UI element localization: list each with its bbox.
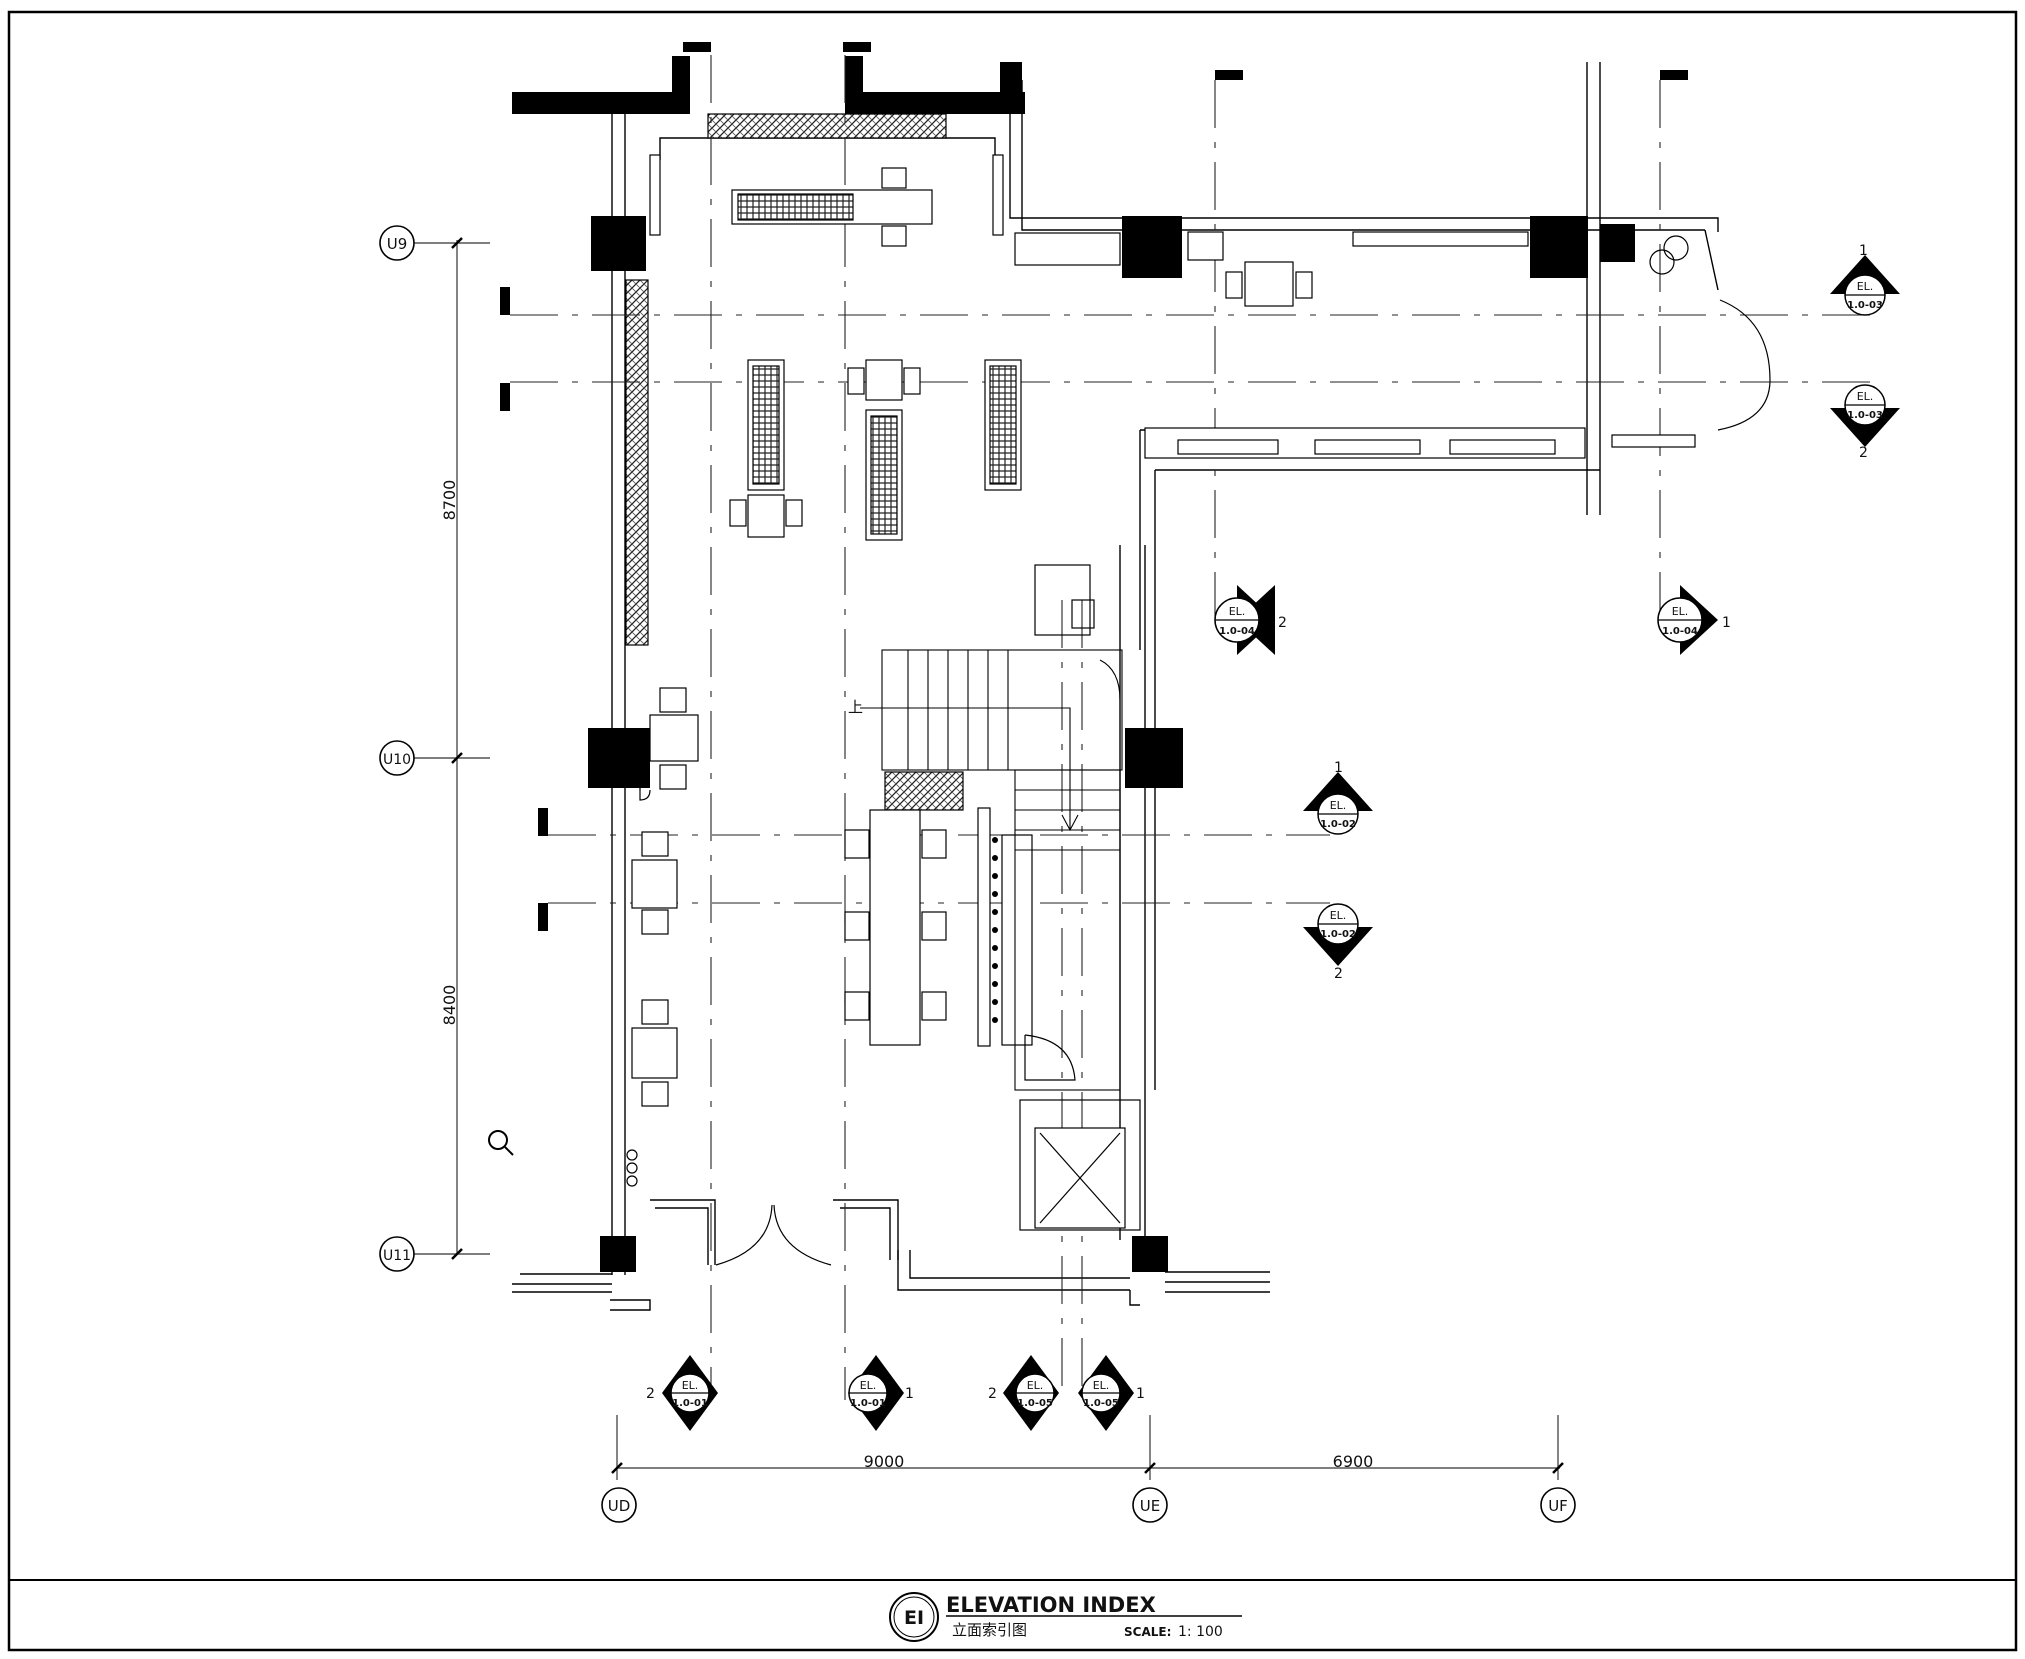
elevation-tag-1.0-02-2[interactable]: EL. 1.0-02 2 bbox=[1303, 903, 1373, 982]
svg-text:EL.: EL. bbox=[1672, 605, 1689, 618]
svg-text:EL.: EL. bbox=[682, 1379, 699, 1392]
elevation-tag-1.0-04-1[interactable]: EL. 1.0-04 1 bbox=[1657, 585, 1731, 655]
structural-columns bbox=[500, 42, 1688, 1272]
svg-text:EL.: EL. bbox=[1093, 1379, 1110, 1392]
svg-text:EL.: EL. bbox=[1027, 1379, 1044, 1392]
grid-bubble-u10: U10 bbox=[379, 740, 415, 776]
doors bbox=[639, 299, 1771, 1266]
svg-text:EL.: EL. bbox=[1330, 799, 1347, 812]
svg-text:U11: U11 bbox=[383, 1248, 411, 1264]
elevation-tag-1.0-03-1[interactable]: EL. 1.0-03 1 bbox=[1830, 243, 1900, 316]
svg-text:EL.: EL. bbox=[1857, 390, 1874, 403]
grid-bubble-uf: UF bbox=[1540, 1487, 1576, 1523]
svg-text:1: 1 bbox=[905, 1386, 914, 1402]
svg-text:1.0-03: 1.0-03 bbox=[1847, 300, 1883, 311]
elevation-tag-1.0-03-2[interactable]: EL. 1.0-03 2 bbox=[1830, 384, 1900, 461]
svg-text:1.0-02: 1.0-02 bbox=[1320, 819, 1356, 830]
decorative-panels bbox=[625, 113, 964, 811]
svg-text:UD: UD bbox=[608, 1497, 631, 1515]
furniture bbox=[631, 154, 1696, 1231]
svg-text:1: 1 bbox=[1334, 760, 1343, 776]
dimension-label-8700: 8700 bbox=[440, 480, 459, 521]
scale-value: 1: 100 bbox=[1178, 1624, 1223, 1640]
drawing-subtitle: 立面索引图 bbox=[952, 1621, 1027, 1639]
elevation-tag-1.0-02-1[interactable]: EL. 1.0-02 1 bbox=[1303, 760, 1373, 835]
svg-text:2: 2 bbox=[1334, 966, 1343, 982]
grid-bubble-u9: U9 bbox=[379, 225, 415, 261]
svg-text:1.0-05: 1.0-05 bbox=[1017, 1398, 1053, 1409]
elevation-tag-1.0-01-1[interactable]: EL. 1.0-01 1 bbox=[848, 1355, 914, 1431]
dimension-ticks bbox=[451, 237, 1564, 1474]
svg-text:1.0-02: 1.0-02 bbox=[1320, 929, 1356, 940]
grid-bubble-ud: UD bbox=[601, 1487, 637, 1523]
svg-text:2: 2 bbox=[1278, 615, 1287, 631]
rack-dots bbox=[992, 837, 998, 1023]
fixtures bbox=[626, 235, 1689, 1187]
grid-bubble-ue: UE bbox=[1132, 1487, 1168, 1523]
zoom-icon[interactable] bbox=[488, 1130, 514, 1156]
svg-text:1.0-01: 1.0-01 bbox=[672, 1398, 708, 1409]
svg-text:1.0-05: 1.0-05 bbox=[1083, 1398, 1119, 1409]
stairs bbox=[860, 649, 1123, 1091]
svg-text:EL.: EL. bbox=[1857, 280, 1874, 293]
svg-text:1: 1 bbox=[1136, 1386, 1145, 1402]
svg-text:EL.: EL. bbox=[1229, 605, 1246, 618]
svg-text:2: 2 bbox=[988, 1386, 997, 1402]
scale-label: SCALE: bbox=[1124, 1625, 1171, 1639]
dimension-label-6900: 6900 bbox=[1333, 1452, 1374, 1471]
elevation-tag-1.0-05-2[interactable]: EL. 1.0-05 2 bbox=[988, 1355, 1059, 1431]
svg-text:1.0-03: 1.0-03 bbox=[1847, 410, 1883, 421]
svg-text:1.0-01: 1.0-01 bbox=[850, 1398, 886, 1409]
grid-bubble-u11: U11 bbox=[379, 1236, 415, 1272]
svg-text:U9: U9 bbox=[387, 235, 408, 253]
dimension-label-9000: 9000 bbox=[864, 1452, 905, 1471]
sheet-border bbox=[7, 10, 2018, 1652]
drawing-title: ELEVATION INDEX bbox=[946, 1593, 1156, 1617]
elevation-tag-1.0-04-2[interactable]: EL. 1.0-04 2 bbox=[1214, 585, 1287, 655]
svg-text:UF: UF bbox=[1548, 1497, 1568, 1515]
dimension-label-8400: 8400 bbox=[440, 985, 459, 1026]
svg-text:UE: UE bbox=[1140, 1497, 1160, 1515]
title-block: EI ELEVATION INDEX 立面索引图 SCALE: 1: 100 bbox=[889, 1592, 1242, 1642]
svg-text:1: 1 bbox=[1859, 243, 1868, 259]
elevation-tag-1.0-01-2[interactable]: EL. 1.0-01 2 bbox=[646, 1355, 718, 1431]
title-badge-label: EI bbox=[904, 1607, 924, 1629]
elevation-tag-1.0-05-1[interactable]: EL. 1.0-05 1 bbox=[1078, 1355, 1145, 1431]
svg-text:2: 2 bbox=[646, 1386, 655, 1402]
svg-text:1.0-04: 1.0-04 bbox=[1662, 626, 1698, 637]
title-badge bbox=[889, 1592, 939, 1642]
stair-up-label: 上 bbox=[848, 698, 863, 716]
svg-text:2: 2 bbox=[1859, 445, 1868, 461]
svg-text:U10: U10 bbox=[383, 752, 411, 768]
svg-text:EL.: EL. bbox=[860, 1379, 877, 1392]
svg-text:1: 1 bbox=[1722, 615, 1731, 631]
svg-text:EL.: EL. bbox=[1330, 909, 1347, 922]
svg-text:1.0-04: 1.0-04 bbox=[1219, 626, 1255, 637]
